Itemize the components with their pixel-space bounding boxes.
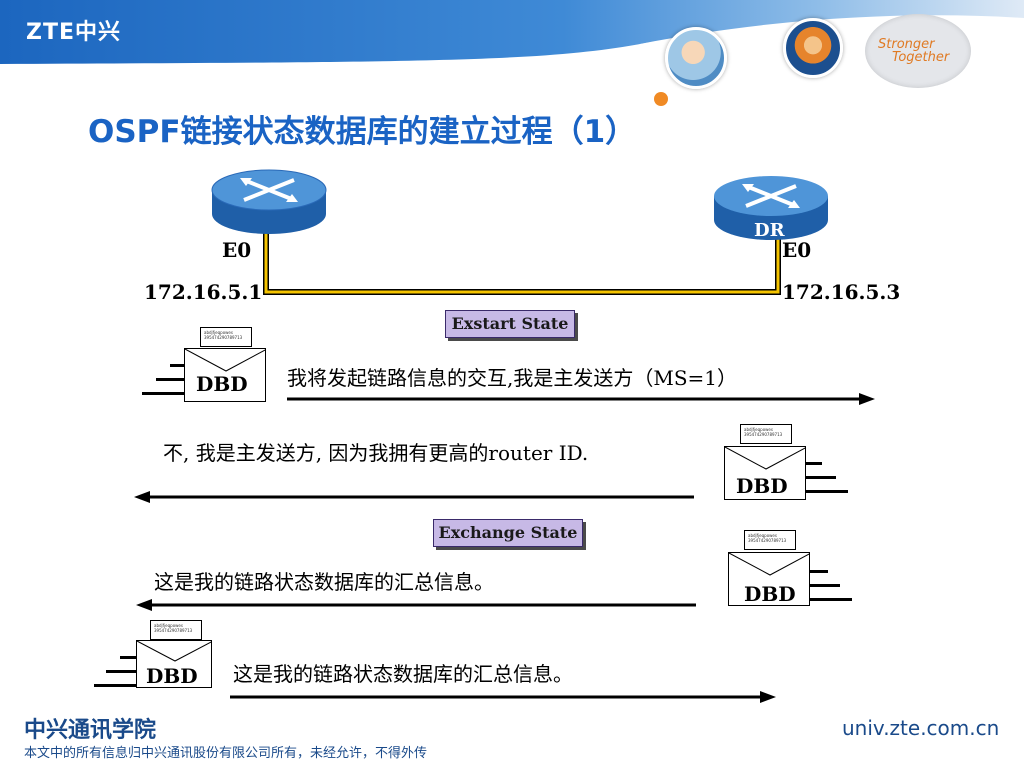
slide-title: OSPF链接状态数据库的建立过程（1） (88, 114, 637, 150)
speed-line (806, 462, 822, 465)
speed-line (806, 490, 848, 493)
speed-line (810, 570, 828, 573)
footer-copyright: 本文中的所有信息归中兴通讯股份有限公司所有，未经允许，不得外传 (24, 746, 428, 761)
envelope-icon (184, 348, 266, 402)
arrow-left-2 (134, 491, 694, 503)
dbd-packet-1: abdjfjeqpowes 395474290789713 DBD (142, 326, 282, 406)
left-ip-label: 172.16.5.1 (144, 280, 263, 304)
footer-academy: 中兴通讯学院 (24, 718, 157, 743)
dbd-packet-2: abdjfjeqpowes 395474290789713 DBD (722, 422, 862, 502)
exstart-state-box: Exstart State (445, 310, 575, 338)
speed-line (810, 584, 840, 587)
router-icon-left (211, 169, 327, 234)
dbd-label: DBD (196, 372, 248, 396)
speed-line (120, 656, 136, 659)
dbd-card: abdjfjeqpowes 395474290789713 (740, 424, 792, 444)
speed-line (94, 684, 136, 687)
speed-line (106, 670, 136, 673)
zte-logo: ZTE中兴 (26, 20, 121, 45)
speed-line (170, 364, 184, 367)
slogan: Stronger Together (878, 38, 968, 64)
dbd-card: abdjfjeqpowes 395474290789713 (150, 620, 202, 640)
speed-line (156, 378, 184, 381)
dbd-packet-4: abdjfjeqpowes 395474290789713 DBD (94, 618, 234, 698)
message-3-text: 这是我的链路状态数据库的汇总信息。 (154, 570, 494, 594)
orange-dot (654, 92, 668, 106)
envelope-icon (724, 446, 806, 500)
left-interface-label: E0 (222, 238, 252, 262)
slogan-line1: Stronger (878, 37, 935, 52)
slogan-disc (865, 14, 971, 88)
message-2-text: 不, 我是主发送方, 因为我拥有更高的router ID. (163, 441, 589, 465)
footer-url: univ.zte.com.cn (842, 716, 1000, 740)
message-4-text: 这是我的链路状态数据库的汇总信息。 (233, 662, 573, 686)
dr-label: DR (754, 220, 785, 241)
speed-line (142, 392, 184, 395)
dbd-card: abdjfjeqpowes 395474290789713 (200, 327, 252, 347)
dbd-card: abdjfjeqpowes 395474290789713 (744, 530, 796, 550)
message-1-text: 我将发起链路信息的交互,我是主发送方（MS=1） (287, 366, 738, 390)
arrow-right-1 (287, 393, 875, 405)
exchange-state-box: Exchange State (433, 519, 583, 547)
right-ip-label: 172.16.5.3 (782, 280, 901, 304)
speed-line (806, 476, 836, 479)
team-photo-left (665, 27, 727, 89)
dbd-label: DBD (744, 582, 796, 606)
slogan-line2: Together (892, 50, 950, 65)
team-photo-right (783, 18, 843, 78)
arrow-right-4 (230, 691, 776, 703)
arrow-left-3 (136, 599, 696, 611)
speed-line (810, 598, 852, 601)
router-icon-right (714, 176, 828, 240)
right-interface-label: E0 (782, 238, 812, 262)
dbd-packet-3: abdjfjeqpowes 395474290789713 DBD (726, 530, 866, 610)
envelope-icon (136, 640, 212, 688)
dbd-label: DBD (146, 664, 198, 688)
dbd-label: DBD (736, 474, 788, 498)
envelope-icon (728, 552, 810, 606)
